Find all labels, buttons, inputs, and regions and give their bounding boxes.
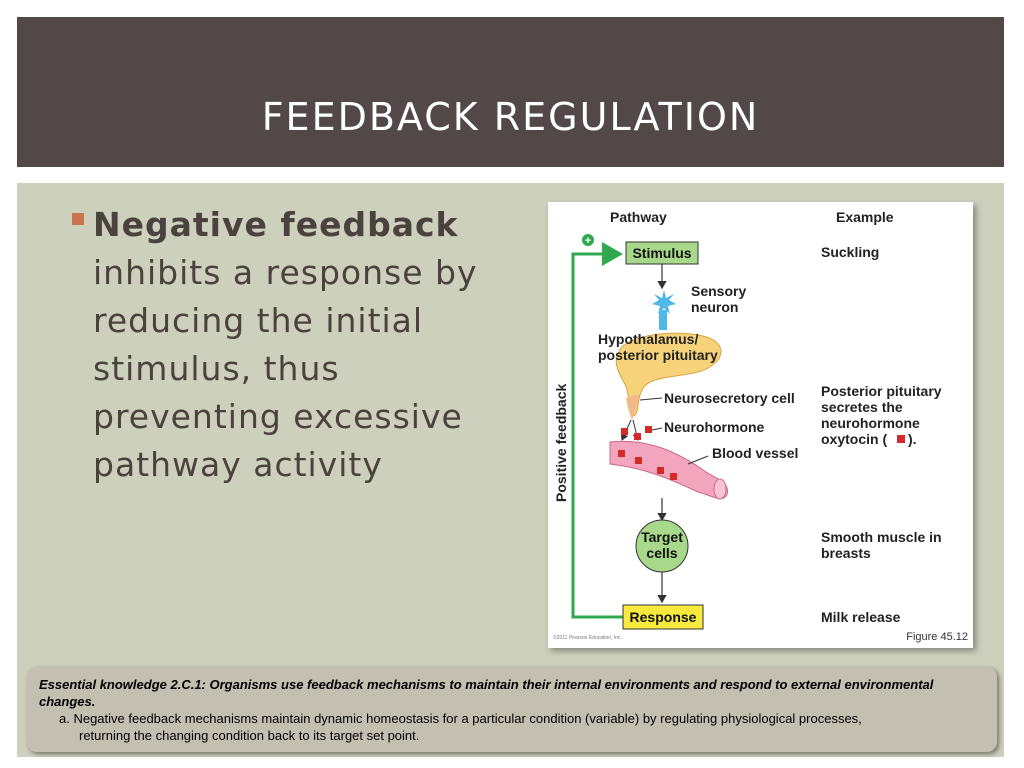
stimulus-label: Stimulus: [632, 245, 691, 261]
positive-feedback-label: Positive feedback: [553, 384, 569, 502]
blood-vessel-end: [713, 478, 727, 500]
sensory-neuron-icon: [652, 290, 676, 314]
hypothalamus-line2: posterior pituitary: [598, 347, 718, 363]
essential-knowledge-box: Essential knowledge 2.C.1: Organisms use…: [27, 667, 997, 752]
neurohormone-label: Neurohormone: [664, 419, 765, 435]
neurohormone-particle: [657, 467, 664, 474]
plus-sign: +: [585, 235, 591, 247]
neurohormone-particle: [618, 450, 625, 457]
hypothalamus-shape: [615, 332, 722, 417]
example-smooth-line1: Smooth muscle in: [821, 529, 942, 545]
example-pp-line2: secretes the: [821, 399, 903, 415]
pathway-header: Pathway: [610, 209, 667, 225]
neurohormone-particle: [645, 426, 652, 433]
item-line1: a. Negative feedback mechanisms maintain…: [59, 711, 862, 726]
example-header: Example: [836, 209, 894, 225]
example-milk: Milk release: [821, 609, 901, 625]
example-pp-line4b: ).: [908, 431, 917, 447]
neurohormone-particle: [635, 457, 642, 464]
figure-number: Figure 45.12: [906, 631, 968, 643]
example-pp-line4a: oxytocin (: [821, 431, 887, 447]
title-bar: FEEDBACK REGULATION: [17, 17, 1004, 167]
bullet-text: Negative feedback inhibits a response by…: [93, 201, 513, 489]
bullet-bold-term: Negative feedback: [93, 205, 459, 244]
slide-title: FEEDBACK REGULATION: [261, 95, 760, 139]
target-cells-line2: cells: [646, 545, 677, 561]
axon-icon: [659, 310, 667, 330]
example-suckling: Suckling: [821, 244, 879, 260]
essential-knowledge-item: a. Negative feedback mechanisms maintain…: [59, 710, 979, 744]
neurohormone-particle: [634, 433, 641, 440]
sensory-neuron-line2: neuron: [691, 299, 738, 315]
blood-vessel-label: Blood vessel: [712, 445, 798, 461]
figure-panel: Pathway Example + Positive feedback Stim…: [548, 202, 973, 648]
neurosecretory-cell-icon: [626, 394, 640, 420]
neurohormone-leader: [651, 427, 663, 431]
oxytocin-legend-icon: [897, 435, 905, 443]
response-box: [622, 604, 704, 630]
blood-vessel-leader: [687, 455, 709, 465]
essential-knowledge-heading: Essential knowledge 2.C.1: Organisms use…: [39, 677, 934, 709]
target-cells-line1: Target: [641, 529, 683, 545]
neurosecretory-leader: [639, 397, 663, 401]
bullet-description: inhibits a response by reducing the init…: [93, 253, 478, 484]
plus-icon: [582, 234, 594, 246]
positive-feedback-loop: [571, 242, 623, 619]
content-area: Negative feedback inhibits a response by…: [17, 183, 1004, 757]
neurosecretory-label: Neurosecretory cell: [664, 390, 795, 406]
item-line2: returning the changing condition back to…: [79, 728, 420, 743]
sensory-neuron-line1: Sensory: [691, 283, 746, 299]
response-label: Response: [630, 609, 697, 625]
example-pp-line1: Posterior pituitary: [821, 383, 942, 399]
copyright: ©2011 Pearson Education, Inc.: [553, 634, 622, 641]
example-smooth-line2: breasts: [821, 545, 871, 561]
blood-vessel-shape: [609, 440, 728, 499]
hypothalamus-line1: Hypothalamus/: [598, 331, 698, 347]
example-pp-line3: neurohormone: [821, 415, 920, 431]
neurohormone-particle: [621, 428, 628, 435]
bullet-square-icon: [72, 213, 84, 225]
neurohormone-particle: [670, 473, 677, 480]
